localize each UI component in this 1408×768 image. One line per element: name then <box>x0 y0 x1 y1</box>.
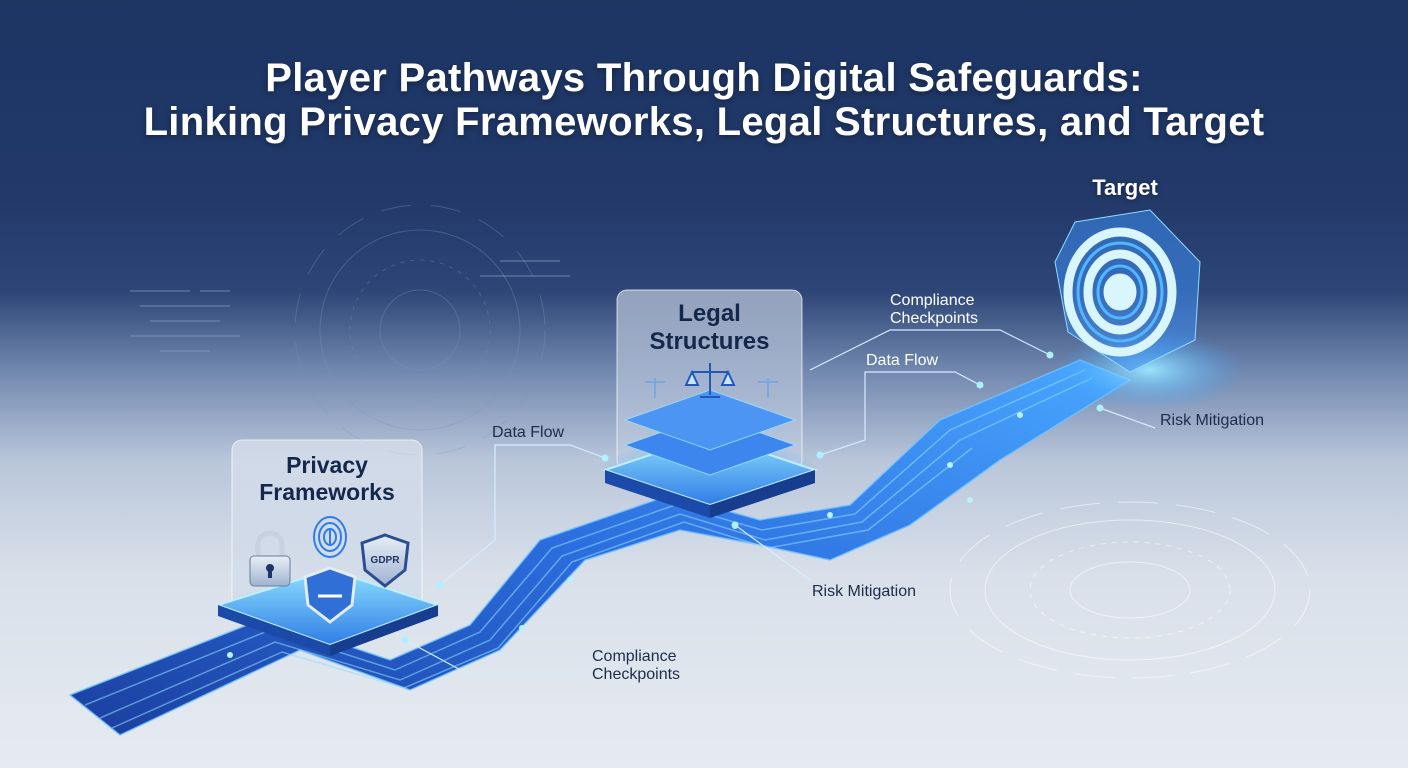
shield-icon <box>303 566 357 624</box>
legal-structures-node <box>600 289 820 518</box>
callout-lines <box>404 329 1156 676</box>
padlock-icon <box>249 530 291 587</box>
privacy-title-line-2: Frameworks <box>259 479 395 505</box>
background-rings-right <box>949 501 1311 679</box>
privacy-title-line-1: Privacy <box>286 452 368 478</box>
scales-of-justice-icon-right <box>758 378 778 398</box>
target-node <box>1054 209 1245 410</box>
privacy-frameworks-node: GDPR <box>214 439 442 656</box>
diagram-title-line-2: Linking Privacy Frameworks, Legal Struct… <box>143 100 1265 144</box>
legal-structures-title: Legal Structures <box>617 300 802 356</box>
callout-dots <box>401 351 1104 644</box>
background-rings-left <box>294 204 546 456</box>
gdpr-badge-text: GDPR <box>371 555 401 566</box>
callout-compliance-2-line-2: Checkpoints <box>890 310 979 327</box>
callout-risk-mitigation-2: Risk Mitigation <box>1160 412 1265 429</box>
callout-compliance-2-line-1: Compliance <box>890 292 975 309</box>
callout-compliance-1-line-1: Compliance <box>592 648 677 665</box>
target-title: Target <box>1092 175 1158 200</box>
callout-compliance-checkpoints-2: Compliance Checkpoints <box>890 292 978 328</box>
callout-compliance-checkpoints-1: Compliance Checkpoints <box>592 648 680 684</box>
scales-of-justice-icon <box>684 363 736 398</box>
legal-title-line-2: Structures <box>649 328 770 355</box>
privacy-frameworks-title: Privacy Frameworks <box>232 452 422 506</box>
legal-title-line-1: Legal <box>678 300 741 327</box>
callout-compliance-1-line-2: Checkpoints <box>592 666 681 683</box>
player-pathway <box>68 359 1132 736</box>
background-code-dots <box>130 260 570 352</box>
fingerprint-icon <box>313 516 347 558</box>
callout-data-flow-2: Data Flow <box>866 352 939 369</box>
gdpr-shield-icon: GDPR <box>360 533 410 588</box>
callout-data-flow-1: Data Flow <box>492 424 565 441</box>
scales-of-justice-icon-left <box>645 378 665 398</box>
diagram-title-line-1: Player Pathways Through Digital Safeguar… <box>265 56 1143 100</box>
callout-risk-mitigation-1: Risk Mitigation <box>812 583 917 600</box>
target-icon <box>1063 227 1177 357</box>
